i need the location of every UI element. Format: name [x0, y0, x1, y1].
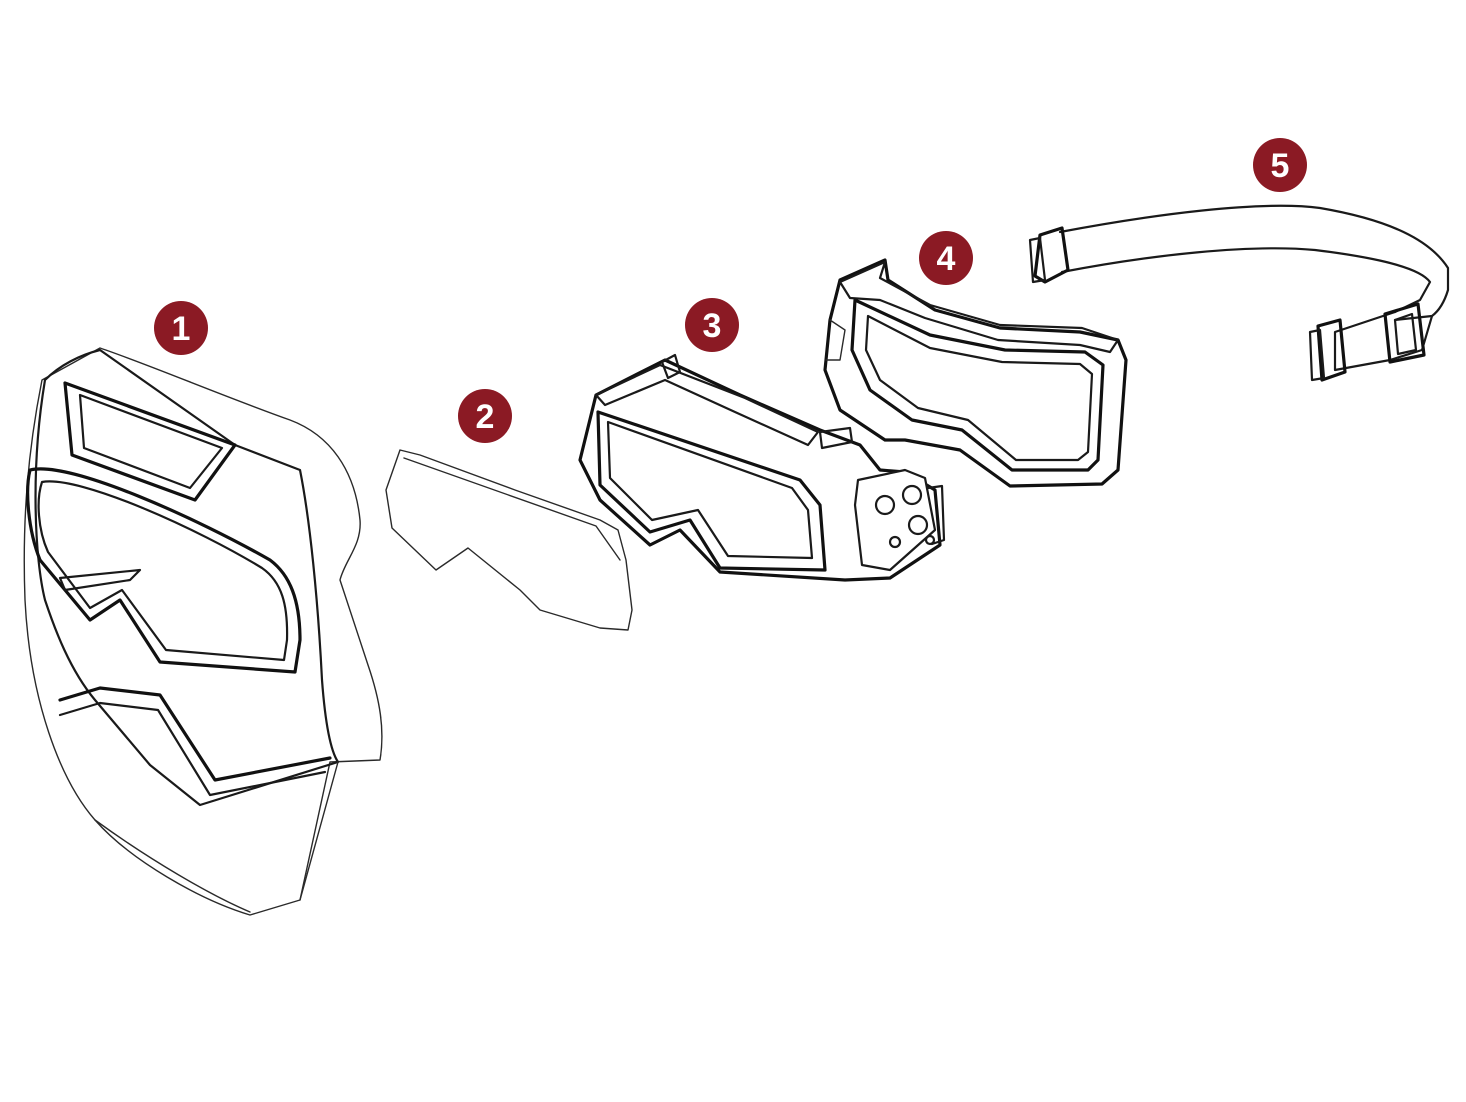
goggle-frame-part [823, 258, 1128, 488]
callout-5-marker [1253, 138, 1307, 192]
callout-2: 2 [458, 389, 512, 443]
callout-1-label: 1 [172, 310, 191, 348]
callout-4-marker [919, 231, 973, 285]
callout-3-label: 3 [703, 307, 722, 345]
adf-goggle-part [578, 353, 946, 582]
callout-3: 3 [685, 298, 739, 352]
callout-1-marker [154, 301, 208, 355]
callout-1: 1 [154, 301, 208, 355]
callout-4: 4 [919, 231, 973, 285]
callout-2-marker [458, 389, 512, 443]
callout-5-label: 5 [1271, 147, 1290, 185]
callout-5: 5 [1253, 138, 1307, 192]
protective-lens-part [385, 449, 633, 631]
head-strap-part [1028, 204, 1450, 382]
callout-2-label: 2 [476, 398, 495, 436]
callout-4-label: 4 [937, 240, 956, 278]
callout-3-marker [685, 298, 739, 352]
mask-shell-part [23, 347, 383, 916]
